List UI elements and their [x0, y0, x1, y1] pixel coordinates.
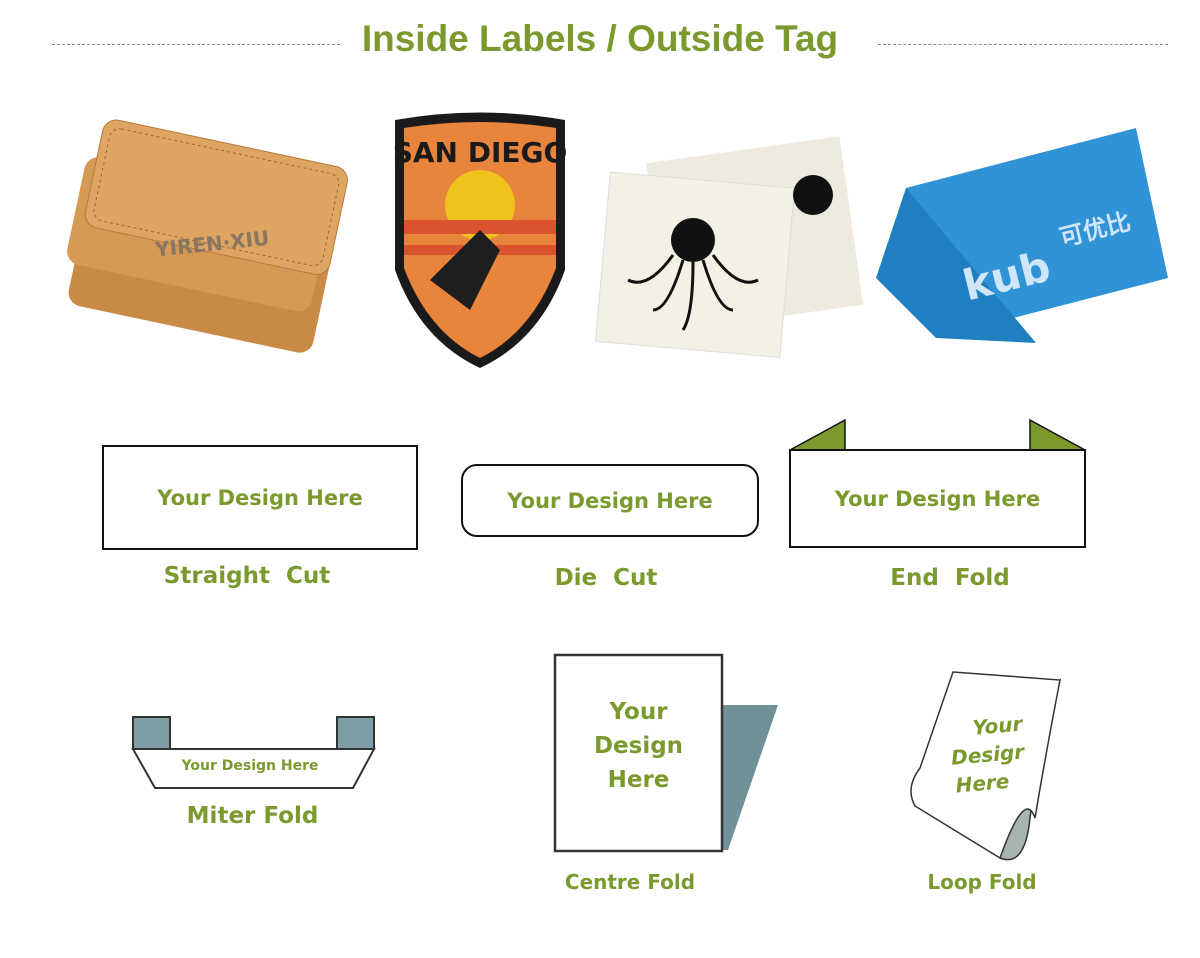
san-diego-text: SAN DIEGO — [393, 136, 568, 169]
centre-fold-diagram — [553, 653, 778, 853]
leather-patch-image: YIREN·XIU — [67, 119, 348, 353]
kub-label-image: kub 可优比 — [876, 128, 1168, 343]
straight-cut-diagram: Your Design Here — [102, 445, 418, 550]
end-fold-label: End Fold — [890, 565, 1010, 591]
loop-design-text: Your Desigr Here — [942, 708, 1049, 800]
divider-left — [52, 44, 340, 45]
die-cut-diagram: Your Design Here — [461, 464, 759, 537]
design-text: Your Design Here — [507, 488, 713, 513]
divider-right — [878, 44, 1168, 45]
san-diego-patch-image: SAN DIEGO — [393, 112, 568, 368]
miter-design-text: Your Design Here — [181, 758, 319, 774]
design-text: Your Design Here — [834, 486, 1041, 511]
miter-fold-label: Miter Fold — [186, 803, 319, 829]
straight-cut-label: Straight Cut — [163, 563, 331, 589]
end-fold-flaps — [789, 418, 1086, 451]
design-text: Your Design Here — [157, 485, 363, 510]
page-title: Inside Labels / Outside Tag — [361, 18, 839, 59]
loop-fold-label: Loop Fold — [927, 870, 1037, 894]
design-line: Here — [607, 767, 670, 793]
design-line: Design — [593, 733, 684, 759]
loop-fold-diagram — [910, 671, 1062, 861]
centre-fold-label: Centre Fold — [564, 870, 696, 894]
miter-fold-diagram — [131, 716, 376, 789]
end-fold-diagram: Your Design Here — [789, 449, 1086, 548]
die-cut-label: Die Cut — [554, 565, 658, 591]
centre-design-text: Your Design Here — [555, 695, 722, 797]
octopus-label-image — [594, 136, 864, 359]
design-line: Your — [609, 699, 668, 725]
